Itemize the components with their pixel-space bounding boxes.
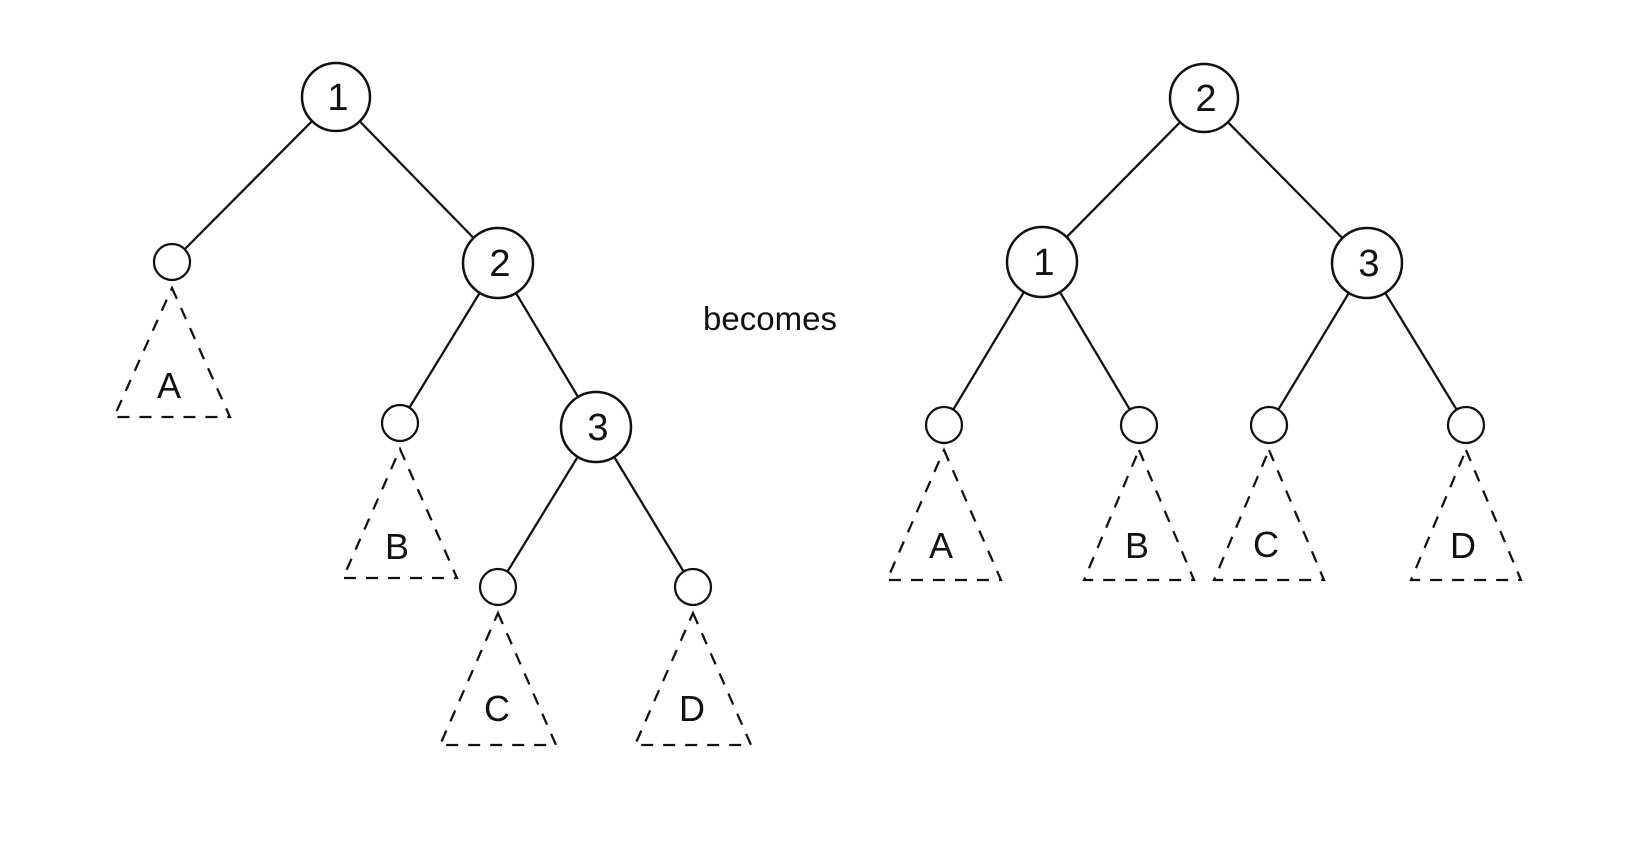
node-circle-3 (559, 390, 633, 464)
node-label: 2 (1195, 78, 1216, 120)
subtree-label: C (484, 688, 510, 729)
left-tree-subtrees (112, 285, 753, 747)
subtree-triangle-b (341, 446, 459, 580)
tree-edge (1041, 97, 1205, 263)
node-circle-2 (461, 226, 535, 300)
tree-edge (1203, 97, 1368, 264)
left-tree-edges (171, 96, 694, 588)
node-circle-1 (1005, 225, 1079, 299)
node-label: 3 (587, 407, 608, 449)
leaf-circle-d (1446, 405, 1486, 445)
subtree-label: B (385, 526, 409, 567)
subtree-triangle-c (438, 610, 558, 747)
node-label: 1 (1033, 242, 1054, 284)
subtree-triangle-d (1409, 447, 1523, 582)
leaf-circle-a (152, 242, 192, 282)
node-circle-2 (1168, 62, 1240, 134)
subtree-label: A (157, 365, 181, 406)
becomes-label: becomes (703, 300, 837, 337)
node-circle-3 (1330, 226, 1404, 300)
subtree-triangle-d (633, 610, 753, 747)
subtree-label: B (1125, 525, 1149, 566)
node-label: 2 (489, 243, 510, 285)
subtree-label: D (679, 688, 705, 729)
leaf-circle-b (380, 403, 420, 443)
node-label: 1 (327, 77, 348, 119)
leaf-circle-c (478, 567, 518, 607)
node-circle-1 (300, 61, 372, 133)
node-label: 3 (1358, 243, 1379, 285)
subtree-triangle-a (885, 447, 1003, 582)
subtree-triangle-a (112, 285, 232, 419)
tree-edge (171, 96, 337, 263)
subtree-label: D (1450, 525, 1476, 566)
left-tree-labels: 1 2 3 A B C D (157, 77, 705, 729)
leaf-circle-d (673, 567, 713, 607)
left-tree-nodes (152, 61, 713, 607)
subtree-triangle-b (1082, 447, 1196, 582)
subtree-triangle-c (1212, 447, 1326, 582)
left-tree: 1 2 3 A B C D (112, 61, 753, 747)
right-tree-labels: 2 1 3 A B C D (929, 78, 1476, 566)
right-tree-subtrees (885, 447, 1523, 582)
subtree-label: C (1253, 524, 1279, 565)
tree-edge (335, 96, 499, 264)
leaf-circle-a (924, 405, 964, 445)
right-tree-nodes (924, 62, 1486, 445)
leaf-circle-b (1119, 405, 1159, 445)
leaf-circle-c (1249, 405, 1289, 445)
subtree-label: A (929, 525, 953, 566)
right-tree: 2 1 3 A B C D (885, 62, 1523, 582)
